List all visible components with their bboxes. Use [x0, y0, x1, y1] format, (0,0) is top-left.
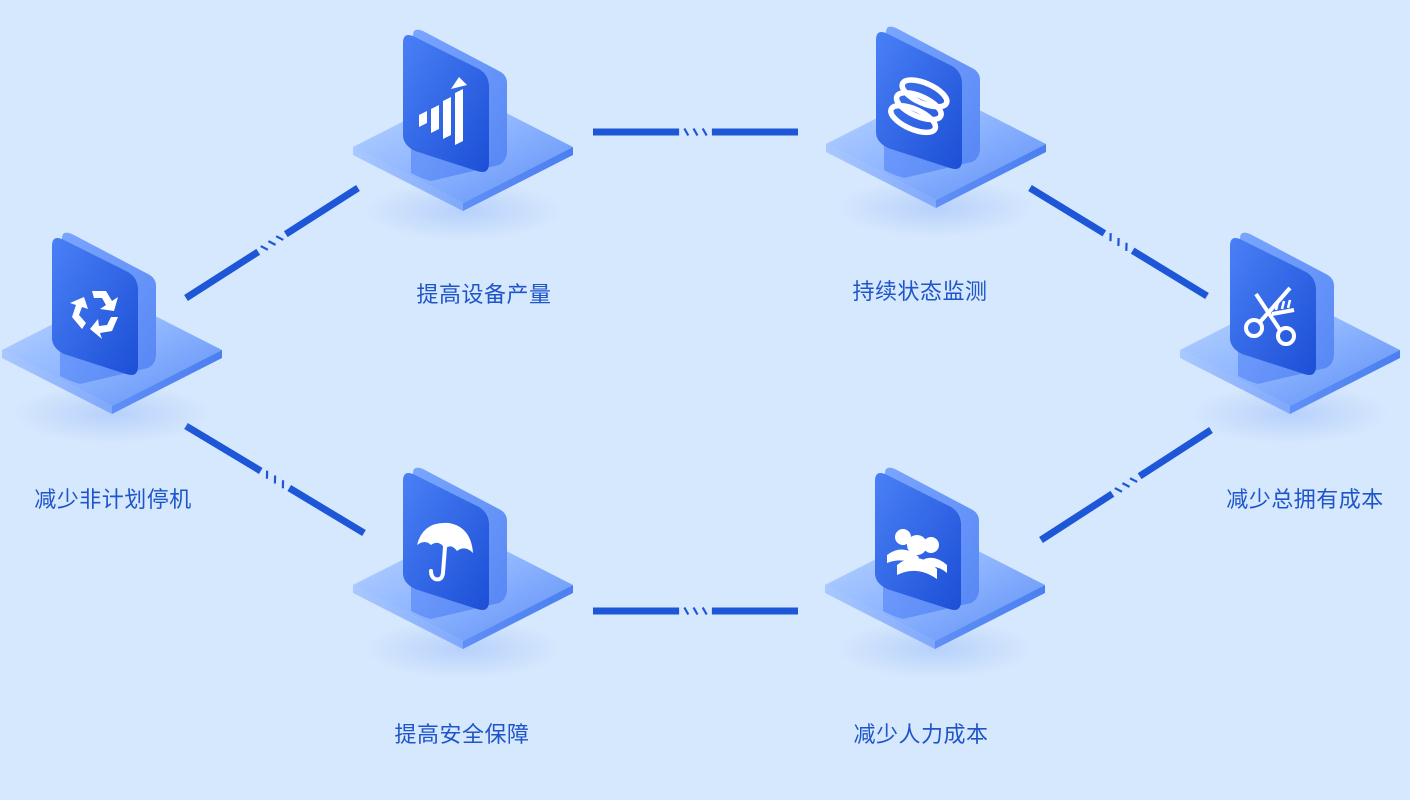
connector-tco-to-labor	[1039, 427, 1213, 543]
connector-tick	[267, 240, 277, 246]
connector-segment	[1137, 427, 1213, 480]
connector-safety-to-downtime	[184, 423, 366, 536]
node-label: 减少人力成本	[853, 723, 989, 748]
node-label: 提高安全保障	[394, 723, 530, 748]
connector-segment	[1130, 247, 1209, 299]
node-improve-safety: 提高安全保障	[353, 463, 573, 748]
scissors-icon	[1244, 286, 1296, 346]
connector-labor-to-safety	[593, 606, 798, 616]
node-label: 减少总拥有成本	[1226, 488, 1384, 513]
connector-segment	[1028, 185, 1107, 237]
connector-segment	[184, 248, 261, 301]
bar-chart-up-icon	[419, 77, 467, 145]
node-label: 持续状态监测	[852, 280, 988, 305]
connector-tick	[1129, 477, 1138, 483]
connector-tick	[1121, 482, 1131, 488]
connector-tick	[701, 606, 708, 616]
people-group-icon	[887, 529, 947, 579]
connector-tick	[683, 606, 690, 616]
connector-segment	[283, 185, 360, 238]
connector-segment	[184, 423, 263, 474]
connector-tick	[701, 127, 708, 137]
iso-tile	[825, 467, 1045, 679]
node-reduce-unplanned-downtime: 减少非计划停机	[2, 228, 222, 513]
iso-tile	[826, 26, 1046, 238]
connector-tick	[692, 127, 699, 137]
connector-downtime-to-output	[184, 185, 360, 301]
connector-output-to-monitoring	[593, 127, 798, 137]
connector-segment	[287, 485, 366, 536]
connector-segment	[1039, 490, 1115, 543]
database-icon	[888, 77, 950, 136]
connector-tick	[1114, 487, 1123, 493]
iso-tile	[2, 232, 222, 444]
node-improve-equipment-output: 提高设备产量	[353, 25, 573, 308]
recycle-icon	[70, 291, 118, 339]
connector-tick	[683, 127, 690, 137]
node-reduce-total-cost-of-ownership: 减少总拥有成本	[1180, 228, 1400, 513]
connector-tick	[260, 245, 269, 251]
connector-tick	[692, 606, 699, 616]
node-reduce-labor-cost: 减少人力成本	[825, 463, 1045, 748]
node-continuous-condition-monitoring: 持续状态监测	[826, 22, 1046, 305]
node-label: 减少非计划停机	[34, 488, 192, 513]
connector-tick	[275, 235, 284, 241]
iso-tile	[1180, 232, 1400, 444]
connector-monitoring-to-tco	[1028, 185, 1209, 299]
node-label: 提高设备产量	[416, 283, 552, 308]
umbrella-icon	[417, 522, 473, 582]
iso-tile	[353, 29, 573, 241]
iso-tile	[353, 467, 573, 679]
